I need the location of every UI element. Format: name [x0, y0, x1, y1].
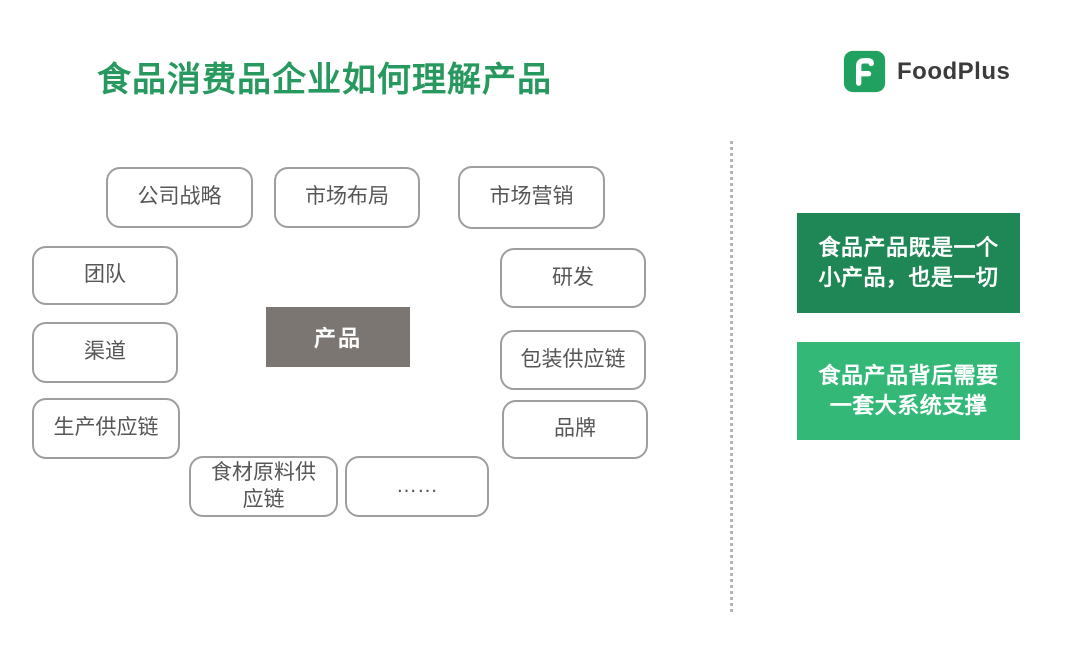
node-channels: 渠道 [32, 322, 178, 383]
foodplus-f-icon [843, 50, 886, 93]
node-ellipsis: …… [345, 456, 489, 517]
foodplus-logo: FoodPlus [843, 50, 1010, 93]
dotted-divider [730, 141, 733, 612]
node-team: 团队 [32, 246, 178, 305]
node-market-layout: 市场布局 [274, 167, 420, 228]
insight-line: 食品产品背后需要 [818, 362, 999, 388]
insight-card-product-is-everything: 食品产品既是一个 小产品，也是一切 [797, 213, 1020, 313]
insight-line: 一套大系统支撑 [829, 393, 988, 418]
insight-line: 小产品，也是一切 [818, 265, 999, 290]
insight-line: 食品产品既是一个 [818, 234, 999, 260]
node-rnd: 研发 [500, 248, 646, 308]
node-product-center: 产品 [266, 307, 410, 367]
insight-card-system-support: 食品产品背后需要 一套大系统支撑 [797, 342, 1020, 440]
node-packaging-supply-chain: 包装供应链 [500, 330, 646, 390]
foodplus-logo-text: FoodPlus [897, 57, 1011, 85]
node-marketing: 市场营销 [458, 166, 605, 229]
node-production-supply-chain: 生产供应链 [32, 398, 180, 459]
node-company-strategy: 公司战略 [106, 167, 253, 228]
node-brand: 品牌 [502, 400, 648, 459]
node-ingredients-supply-chain: 食材原料供应链 [189, 456, 338, 517]
slide-title: 食品消费品企业如何理解产品 [97, 61, 552, 99]
